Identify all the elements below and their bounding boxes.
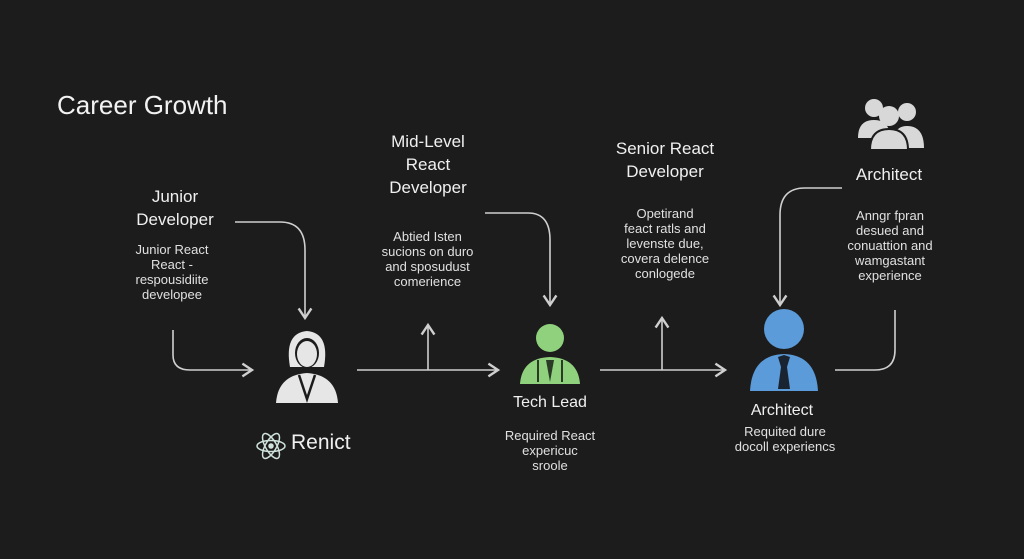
tech-lead-title: Tech Lead <box>513 394 587 411</box>
junior-developer-avatar-icon <box>276 331 338 403</box>
mid-title: Mid-Level React Developer <box>389 132 467 197</box>
tech-lead-avatar-icon <box>520 324 580 384</box>
architect-bottom-desc: Requited dure docoll experiencs <box>734 424 836 454</box>
logo-label: Renict <box>291 431 351 454</box>
senior-title: Senior React Developer <box>615 139 715 181</box>
diagram-title: Career Growth <box>57 90 228 120</box>
arrow-architect-out <box>835 310 896 371</box>
mid-desc: Abtied Isten sucions on duro and sposudu… <box>381 229 474 289</box>
senior-desc: Opetirand feact ratls and levenste due, … <box>620 206 710 281</box>
tech-lead-desc: Required React expericuc sroole <box>504 428 596 473</box>
arrow-architect-down <box>772 187 842 308</box>
arrow-junior-down <box>235 221 313 321</box>
team-icon <box>858 99 924 151</box>
junior-title: Junior Developer <box>136 187 214 229</box>
arrow-left-in <box>172 330 255 378</box>
architect-top-title: Architect <box>855 165 923 184</box>
architect-avatar-icon <box>750 309 818 391</box>
architect-bottom-title: Architect <box>750 402 814 419</box>
junior-desc: Junior React React - respousidiite devel… <box>135 242 209 302</box>
react-atom-icon <box>256 432 286 460</box>
arrow-mid-down <box>485 212 558 308</box>
architect-top-desc: Anngr fpran desued and conuattion and wa… <box>847 208 933 283</box>
